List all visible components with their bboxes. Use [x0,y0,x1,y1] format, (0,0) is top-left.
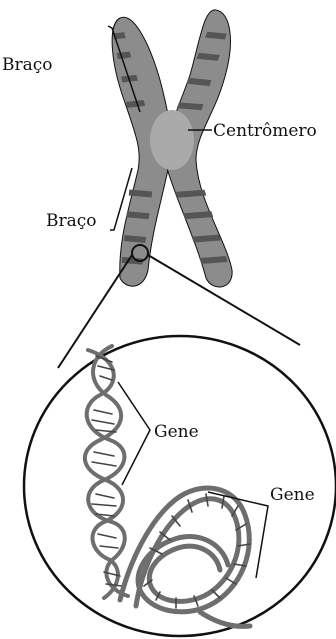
label-centromere: Centrômero [213,121,317,141]
label-arm-lower: Braço [46,211,97,231]
label-arm-upper: Braço [2,55,53,75]
label-gene-1: Gene [154,422,199,442]
chromosome [100,10,240,287]
label-gene-2: Gene [270,485,315,505]
centromere-region [150,110,194,170]
